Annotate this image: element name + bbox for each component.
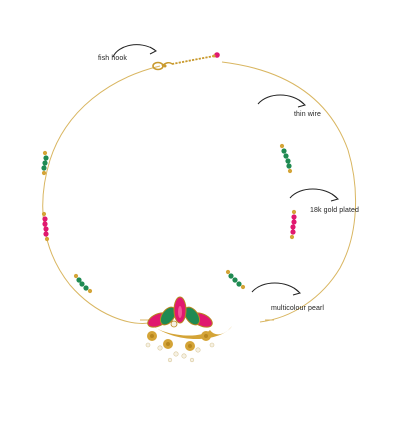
bead-cluster-right-lower bbox=[225, 269, 246, 290]
curved-arrow-icon bbox=[289, 188, 340, 202]
bead-cluster-left-lower bbox=[73, 273, 93, 294]
bead-cluster-left-middle bbox=[41, 211, 50, 242]
lotus-pendant bbox=[140, 296, 274, 363]
annotation-thin-wire: thin wire bbox=[294, 111, 321, 118]
annotation-multicolour-pearl: multicolour pearl bbox=[271, 305, 325, 312]
bead-cluster-right-middle bbox=[289, 209, 297, 240]
bead-cluster-left-upper bbox=[41, 150, 49, 176]
annotation-fish-hook: fish hook bbox=[98, 55, 127, 62]
curved-arrow-icon bbox=[112, 44, 157, 58]
annotation-gold-plated: 18k gold plated bbox=[310, 207, 359, 214]
curved-arrow-icon bbox=[251, 282, 302, 296]
extension-chain bbox=[171, 52, 220, 65]
fish-hook-clasp bbox=[152, 61, 173, 71]
bead-cluster-right-upper bbox=[279, 143, 293, 174]
curved-arrow-icon bbox=[257, 94, 307, 108]
thin-wire bbox=[42, 61, 357, 324]
